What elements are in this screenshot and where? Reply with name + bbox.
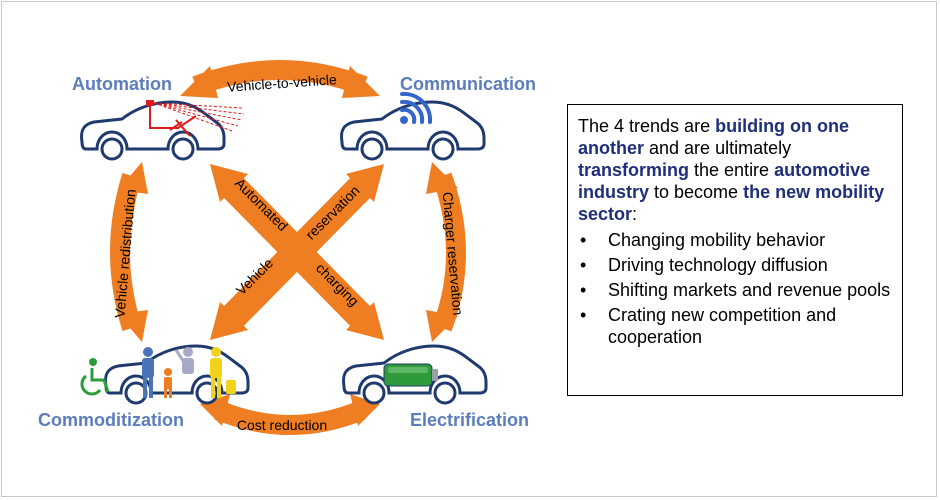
list-item: • Changing mobility behavior bbox=[578, 229, 892, 251]
info-highlight-3: automotive industry bbox=[578, 160, 871, 202]
info-text-2: and are ultimately bbox=[644, 138, 792, 158]
info-highlight-2: transforming bbox=[578, 160, 690, 180]
bullet-icon: • bbox=[580, 305, 587, 325]
info-intro: The 4 trends are building on one another… bbox=[578, 115, 892, 225]
info-text-1: The 4 trends are bbox=[578, 116, 716, 136]
info-highlight-1: building on one another bbox=[578, 116, 850, 158]
info-highlight-4: the new mobility sector bbox=[578, 182, 885, 224]
wheelchair-icon bbox=[80, 358, 110, 396]
arrow-vehicle-reservation bbox=[210, 164, 384, 340]
bullet-text: Shifting markets and revenue pools bbox=[608, 280, 891, 300]
label-cost-reduction: Cost reduction bbox=[237, 417, 327, 433]
bullet-icon: • bbox=[580, 280, 587, 300]
arrow-vehicle-redistribution bbox=[110, 162, 148, 342]
list-item: • Crating new competition and cooperation bbox=[578, 304, 892, 348]
arrow-vehicle-to-vehicle bbox=[180, 60, 380, 98]
bullet-text: Crating new competition and cooperation bbox=[608, 305, 837, 347]
car-electrification bbox=[342, 344, 488, 405]
bullet-icon: • bbox=[580, 255, 587, 275]
trend-electrification: Electrification bbox=[410, 410, 529, 430]
info-text-3: the entire bbox=[689, 160, 775, 180]
info-text-5: : bbox=[632, 204, 638, 224]
trend-automation: Automation bbox=[72, 74, 172, 94]
battery-icon bbox=[383, 363, 438, 387]
lidar-sensor-icon bbox=[146, 100, 245, 137]
mobility-trends-diagram: Vehicle-to-vehicle Vehicle redistributio… bbox=[38, 60, 536, 435]
car-communication bbox=[340, 91, 486, 161]
bullet-icon: • bbox=[580, 230, 587, 250]
arrow-charger-reservation bbox=[426, 162, 466, 342]
wifi-signal-icon bbox=[400, 91, 433, 124]
trend-commoditization: Commoditization bbox=[38, 410, 184, 430]
bullet-text: Driving technology diffusion bbox=[608, 255, 828, 275]
info-box: The 4 trends are building on one another… bbox=[567, 104, 903, 396]
car-commoditization bbox=[104, 344, 250, 405]
info-bullet-list: • Changing mobility behavior • Driving tec… bbox=[578, 229, 892, 348]
car-automation bbox=[80, 100, 245, 161]
list-item: • Driving technology diffusion bbox=[578, 254, 892, 276]
info-text-4: to become bbox=[649, 182, 744, 202]
people-icon bbox=[142, 347, 236, 398]
list-item: • Shifting markets and revenue pools bbox=[578, 279, 892, 301]
trend-communication: Communication bbox=[400, 74, 536, 94]
label-vehicle-to-vehicle: Vehicle-to-vehicle bbox=[227, 71, 338, 95]
bullet-text: Changing mobility behavior bbox=[608, 230, 826, 250]
